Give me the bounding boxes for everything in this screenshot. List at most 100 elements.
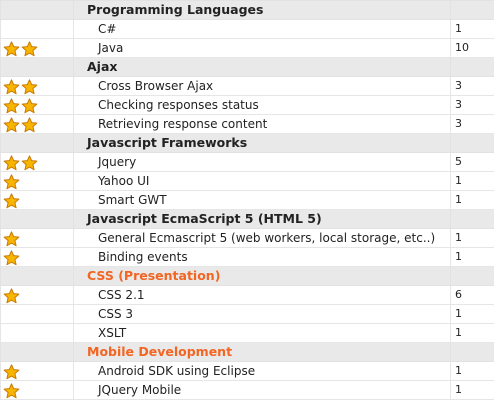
star-icon: [3, 230, 20, 247]
skill-level: 1: [450, 19, 494, 39]
skill-level: 6: [450, 285, 494, 305]
skill-name: JQuery Mobile: [73, 380, 451, 400]
category-label: Ajax: [73, 57, 451, 77]
category-level-cell: [450, 0, 494, 20]
star-icon: [21, 97, 38, 114]
skill-level: 1: [450, 228, 494, 248]
skill-level: 1: [450, 304, 494, 324]
star-icon: [3, 173, 20, 190]
skill-name: Checking responses status: [73, 95, 451, 115]
skill-level: 1: [450, 171, 494, 191]
skill-row: C#1: [0, 19, 494, 39]
skill-name: C#: [73, 19, 451, 39]
star-icon: [3, 249, 20, 266]
category-stars-cell: [0, 342, 74, 362]
skill-rating: [0, 190, 74, 210]
skill-rating: [0, 361, 74, 381]
star-icon: [21, 154, 38, 171]
category-row: Ajax: [0, 57, 494, 77]
category-row: CSS (Presentation): [0, 266, 494, 286]
category-stars-cell: [0, 57, 74, 77]
skill-level: 1: [450, 247, 494, 267]
skill-name: XSLT: [73, 323, 451, 343]
skill-level: 3: [450, 114, 494, 134]
category-level-cell: [450, 57, 494, 77]
skill-name: General Ecmascript 5 (web workers, local…: [73, 228, 451, 248]
star-icon: [3, 116, 20, 133]
skill-rating: [0, 95, 74, 115]
skill-rating: [0, 171, 74, 191]
skill-name: CSS 3: [73, 304, 451, 324]
skill-rating: [0, 380, 74, 400]
star-icon: [3, 382, 20, 399]
skill-rating: [0, 285, 74, 305]
category-row: Mobile Development: [0, 342, 494, 362]
star-icon: [3, 192, 20, 209]
skill-name: Retrieving response content: [73, 114, 451, 134]
skill-level: 3: [450, 95, 494, 115]
star-icon: [21, 40, 38, 57]
category-stars-cell: [0, 133, 74, 153]
category-stars-cell: [0, 0, 74, 20]
category-label: Javascript Frameworks: [73, 133, 451, 153]
category-level-cell: [450, 133, 494, 153]
category-row: Programming Languages: [0, 0, 494, 20]
star-icon: [21, 78, 38, 95]
skill-name: Android SDK using Eclipse: [73, 361, 451, 381]
star-icon: [3, 154, 20, 171]
category-level-cell: [450, 209, 494, 229]
skill-name: Binding events: [73, 247, 451, 267]
skill-level: 1: [450, 190, 494, 210]
skill-level: 1: [450, 323, 494, 343]
star-icon: [3, 40, 20, 57]
skill-rating: [0, 19, 74, 39]
star-icon: [3, 78, 20, 95]
category-stars-cell: [0, 209, 74, 229]
skill-name: Smart GWT: [73, 190, 451, 210]
skill-row: General Ecmascript 5 (web workers, local…: [0, 228, 494, 248]
category-stars-cell: [0, 266, 74, 286]
skill-rating: [0, 152, 74, 172]
skill-name: CSS 2.1: [73, 285, 451, 305]
skill-rating: [0, 114, 74, 134]
category-label: Mobile Development: [73, 342, 451, 362]
skill-level: 1: [450, 361, 494, 381]
skill-name: Yahoo UI: [73, 171, 451, 191]
star-icon: [3, 287, 20, 304]
category-level-cell: [450, 342, 494, 362]
category-level-cell: [450, 266, 494, 286]
skill-level: 10: [450, 38, 494, 58]
star-icon: [3, 363, 20, 380]
category-label: Javascript EcmaScript 5 (HTML 5): [73, 209, 451, 229]
skill-rating: [0, 76, 74, 96]
skill-rating: [0, 228, 74, 248]
category-row: Javascript EcmaScript 5 (HTML 5): [0, 209, 494, 229]
category-row: Javascript Frameworks: [0, 133, 494, 153]
skill-name: Cross Browser Ajax: [73, 76, 451, 96]
skill-rating: [0, 304, 74, 324]
skill-name: Jquery: [73, 152, 451, 172]
skill-level: 5: [450, 152, 494, 172]
category-label: CSS (Presentation): [73, 266, 451, 286]
skill-name: Java: [73, 38, 451, 58]
skill-rating: [0, 38, 74, 58]
skill-level: 3: [450, 76, 494, 96]
skill-level: 1: [450, 380, 494, 400]
skill-rating: [0, 247, 74, 267]
star-icon: [3, 97, 20, 114]
